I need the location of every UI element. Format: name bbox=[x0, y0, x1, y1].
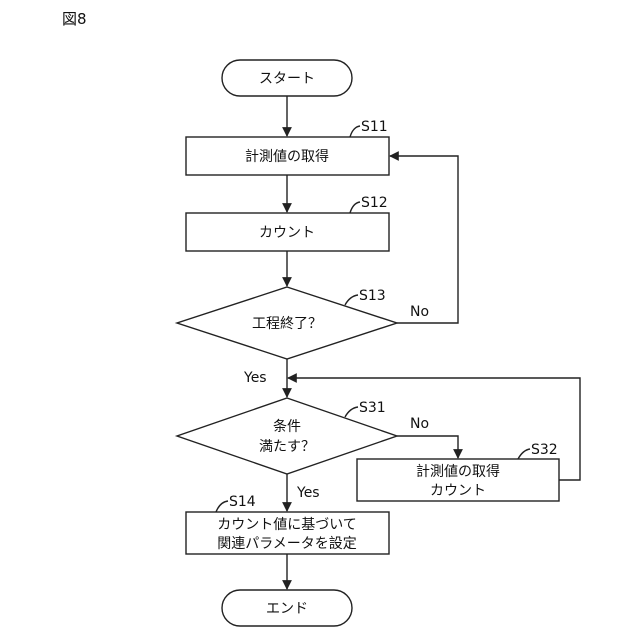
step-label-s14: S14 bbox=[229, 494, 256, 510]
edge-label-s31-yes: Yes bbox=[296, 485, 320, 501]
decision-condition-label-2: 満たす？ bbox=[259, 439, 315, 455]
process-get-values-2-label-1: 計測値の取得 bbox=[416, 463, 500, 480]
figure-label: 図8 bbox=[62, 10, 87, 28]
start-label: スタート bbox=[259, 71, 315, 87]
step-label-s31: S31 bbox=[359, 400, 386, 416]
step-label-s32: S32 bbox=[531, 442, 558, 458]
edge-s31-no bbox=[397, 436, 458, 458]
step-leader-s32 bbox=[518, 449, 530, 459]
decision-process-done-label: 工程終了？ bbox=[252, 316, 322, 332]
step-leader-s13 bbox=[345, 295, 358, 305]
edge-label-s31-no: No bbox=[410, 416, 429, 432]
step-leader-s11 bbox=[350, 126, 360, 137]
process-get-values-1-label: 計測値の取得 bbox=[245, 148, 329, 165]
step-label-s11: S11 bbox=[361, 119, 388, 135]
step-leader-s31 bbox=[345, 407, 358, 417]
step-leader-s14 bbox=[216, 501, 228, 512]
step-leader-s12 bbox=[350, 202, 360, 213]
edge-label-s13-no: No bbox=[410, 304, 429, 320]
process-get-values-2-label-2: カウント bbox=[430, 483, 486, 499]
end-label: エンド bbox=[266, 601, 308, 617]
process-count-label: カウント bbox=[259, 225, 315, 241]
decision-condition-label-1: 条件 bbox=[273, 418, 301, 435]
edge-label-s13-yes: Yes bbox=[243, 370, 267, 386]
step-label-s13: S13 bbox=[359, 288, 386, 304]
step-label-s12: S12 bbox=[361, 195, 388, 211]
process-set-params-label-1: カウント値に基づいて bbox=[217, 516, 357, 533]
edge-s13-no-loop bbox=[390, 156, 458, 323]
process-set-params-label-2: 関連パラメータを設定 bbox=[217, 536, 357, 552]
